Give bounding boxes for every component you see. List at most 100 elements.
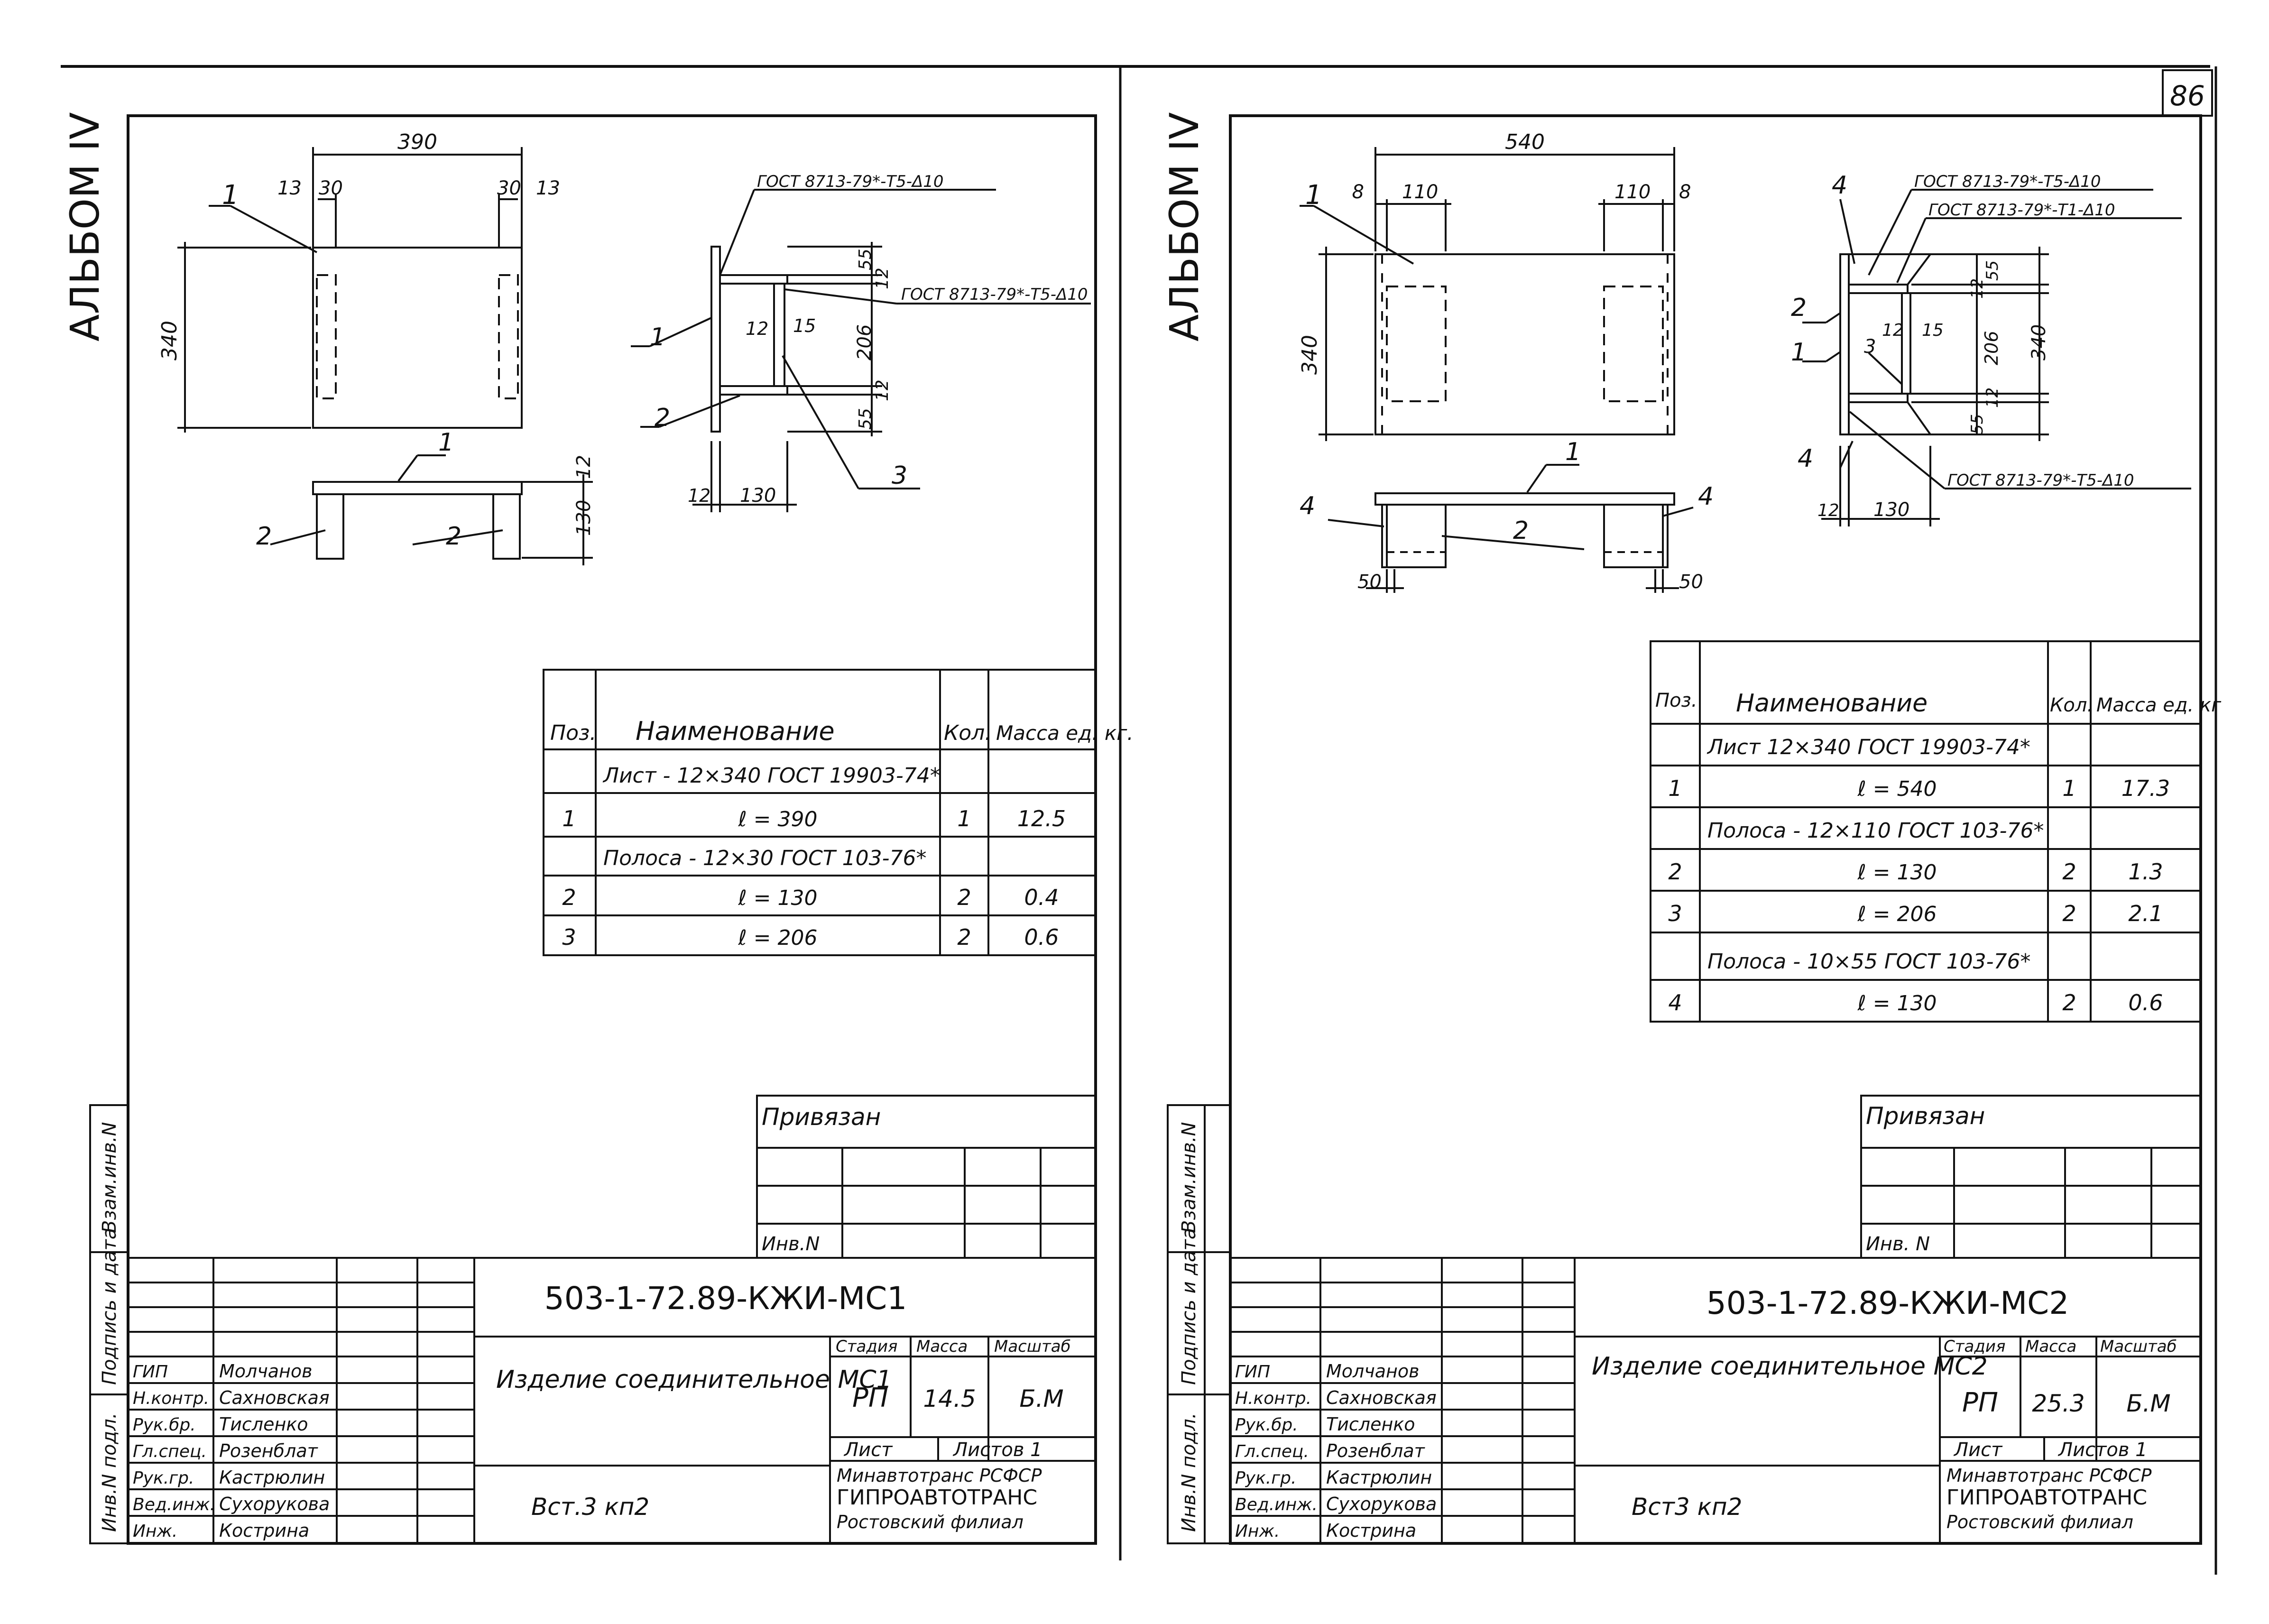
- spec-row-mass: 0.4: [1024, 885, 1059, 910]
- drawing-code: 503-1-72.89-КЖИ-МС1: [544, 1280, 907, 1317]
- spec-row-name: ℓ = 540: [1857, 777, 1937, 801]
- spec-header-mass: Масса ед. кг.: [996, 721, 1134, 745]
- section-view: ГОСТ 8713-79*-Т5-Δ10 ГОСТ 8713-79*-Т5-Δ1…: [631, 172, 1091, 512]
- dim-15: 15: [1922, 321, 1944, 340]
- spec-row-name: Полоса - 12×30 ГОСТ 103-76*: [603, 846, 926, 870]
- side-label: Взам.инв.N: [99, 1122, 120, 1233]
- spec-row-pos: 2: [562, 885, 576, 910]
- stage-label: Стадия: [836, 1337, 897, 1356]
- sheets-label: Листов 1: [952, 1439, 1042, 1461]
- dim-12: 12: [573, 455, 595, 479]
- inv-label: Инв.N: [762, 1233, 820, 1255]
- staff-name: Кострина: [219, 1520, 309, 1541]
- weld-note: ГОСТ 8713-79*-Т5-Δ10: [1914, 172, 2101, 191]
- staff-role: Н.контр.: [1235, 1389, 1311, 1408]
- dim-12: 12: [1983, 388, 2002, 408]
- spec-row-name: Полоса - 10×55 ГОСТ 103-76*: [1707, 950, 2030, 974]
- spec-row-qty: 2: [2062, 901, 2076, 926]
- front-view: 1 2 4 4 50 50: [1300, 438, 1714, 593]
- dim-55: 55: [1983, 260, 2002, 281]
- side-label: Подпись и дата: [99, 1228, 120, 1385]
- spec-row-pos: 1: [1668, 775, 1682, 801]
- spec-row-name: ℓ = 130: [738, 886, 818, 910]
- material: Вст.3 кп2: [531, 1493, 649, 1521]
- spec-header-pos: Поз.: [1655, 690, 1697, 711]
- spec-row-qty: 1: [2062, 775, 2076, 801]
- staff-name: Розенблат: [1326, 1440, 1426, 1461]
- weld-note: ГОСТ 8713-79*-Т1-Δ10: [1928, 201, 2115, 220]
- dim-12: 12: [746, 318, 768, 339]
- sheet-2: Взам.инв.N Подпись и дата Инв.N подл. АЛ…: [1161, 112, 2222, 1545]
- spec-row-name: ℓ = 130: [1857, 860, 1937, 885]
- mass-label: Масса: [916, 1337, 968, 1356]
- dim-left-pad: 110: [1402, 181, 1438, 203]
- dim-right-pad: 30: [497, 177, 521, 199]
- weld-note: ГОСТ 8713-79*-Т5-Δ10: [757, 172, 944, 191]
- sheet-frame: [127, 114, 1097, 1545]
- spec-row-name: ℓ = 206: [738, 926, 818, 950]
- plan-view: 390 13 30 30 13 340 1: [157, 130, 560, 433]
- dim-height: 340: [157, 321, 182, 360]
- staff-role: Инж.: [1235, 1522, 1280, 1541]
- sheet-label: Лист: [843, 1439, 893, 1461]
- org-line: Минавтотранс РСФСР: [837, 1465, 1042, 1486]
- side-label: Инв.N подл.: [1178, 1412, 1200, 1532]
- dim-15: 15: [793, 315, 816, 336]
- dim-130: 130: [740, 485, 776, 507]
- staff-role: ГИП: [133, 1362, 168, 1382]
- spec-row-pos: 3: [1668, 901, 1682, 926]
- org-line: Ростовский филиал: [837, 1512, 1024, 1532]
- spec-row-qty: 2: [2062, 990, 2076, 1015]
- side-label: Подпись и дата: [1178, 1228, 1200, 1385]
- pos-label: 2: [1791, 294, 1807, 322]
- org-line: ГИПРОАВТОТРАНС: [837, 1486, 1037, 1510]
- dim-height: 340: [1298, 335, 1322, 375]
- spec-header-mass: Масса ед. кг: [2096, 694, 2222, 716]
- scale-value: Б.М: [1019, 1385, 1063, 1412]
- pos-label: 2: [256, 522, 272, 551]
- inv-label: Инв. N: [1866, 1233, 1930, 1255]
- mass-value: 14.5: [923, 1385, 976, 1412]
- staff-name: Кастрюлин: [219, 1467, 325, 1488]
- privyazan-title: Привязан: [762, 1103, 881, 1131]
- staff-role: Н.контр.: [133, 1389, 209, 1408]
- dim-12: 12: [688, 485, 710, 506]
- dim-12: 12: [873, 268, 892, 289]
- scale-label: Масштаб: [994, 1337, 1071, 1356]
- privyazan-block: Привязан Инв. N: [1860, 1095, 2202, 1259]
- front-view: 1 2 2 12 130: [256, 428, 595, 565]
- dim-50: 50: [1679, 571, 1703, 593]
- dim-55: 55: [856, 249, 875, 270]
- dim-width: 390: [397, 130, 437, 154]
- privyazan-block: Привязан Инв.N: [756, 1095, 1097, 1259]
- pos-label: 4: [1832, 171, 1847, 200]
- album-label: АЛЬБОМ IV: [1161, 112, 1208, 341]
- sheet-1: Взам.инв.N Подпись и дата Инв.N подл. АЛ…: [62, 112, 1134, 1545]
- spec-table: Поз. Наименование Кол. Масса ед. кг. Лис…: [543, 669, 1134, 956]
- spec-row-mass: 2.1: [2128, 901, 2163, 926]
- spec-header-name: Наименование: [636, 716, 835, 746]
- staff-role: Инж.: [133, 1522, 177, 1541]
- stage-value: РП: [1962, 1387, 1998, 1418]
- mass-value: 25.3: [2032, 1390, 2085, 1417]
- dim-12: 12: [1882, 321, 1904, 340]
- side-label: Взам.инв.N: [1178, 1122, 1200, 1233]
- dim-130: 130: [573, 500, 595, 536]
- spec-row-name: Полоса - 12×110 ГОСТ 103-76*: [1707, 819, 2044, 843]
- spec-row-name: ℓ = 206: [1857, 902, 1937, 926]
- dim-50: 50: [1357, 571, 1382, 593]
- section-view: ГОСТ 8713-79*-Т5-Δ10 ГОСТ 8713-79*-Т1-Δ1…: [1791, 171, 2191, 526]
- weld-note: ГОСТ 8713-79*-Т5-Δ10: [901, 285, 1088, 304]
- spec-row-mass: 1.3: [2128, 859, 2163, 885]
- dim-left-pad: 30: [319, 177, 343, 199]
- staff-role: Вед.инж.: [133, 1495, 215, 1514]
- staff-name: Молчанов: [1326, 1361, 1420, 1382]
- staff-name: Сахновская: [1326, 1387, 1437, 1408]
- dim-12: 12: [1817, 501, 1839, 520]
- spec-row-mass: 12.5: [1017, 806, 1066, 831]
- spec-row-name: Лист 12×340 ГОСТ 19903-74*: [1706, 735, 2030, 759]
- org-line: Минавтотранс РСФСР: [1946, 1465, 2151, 1486]
- dim-55: 55: [856, 408, 875, 430]
